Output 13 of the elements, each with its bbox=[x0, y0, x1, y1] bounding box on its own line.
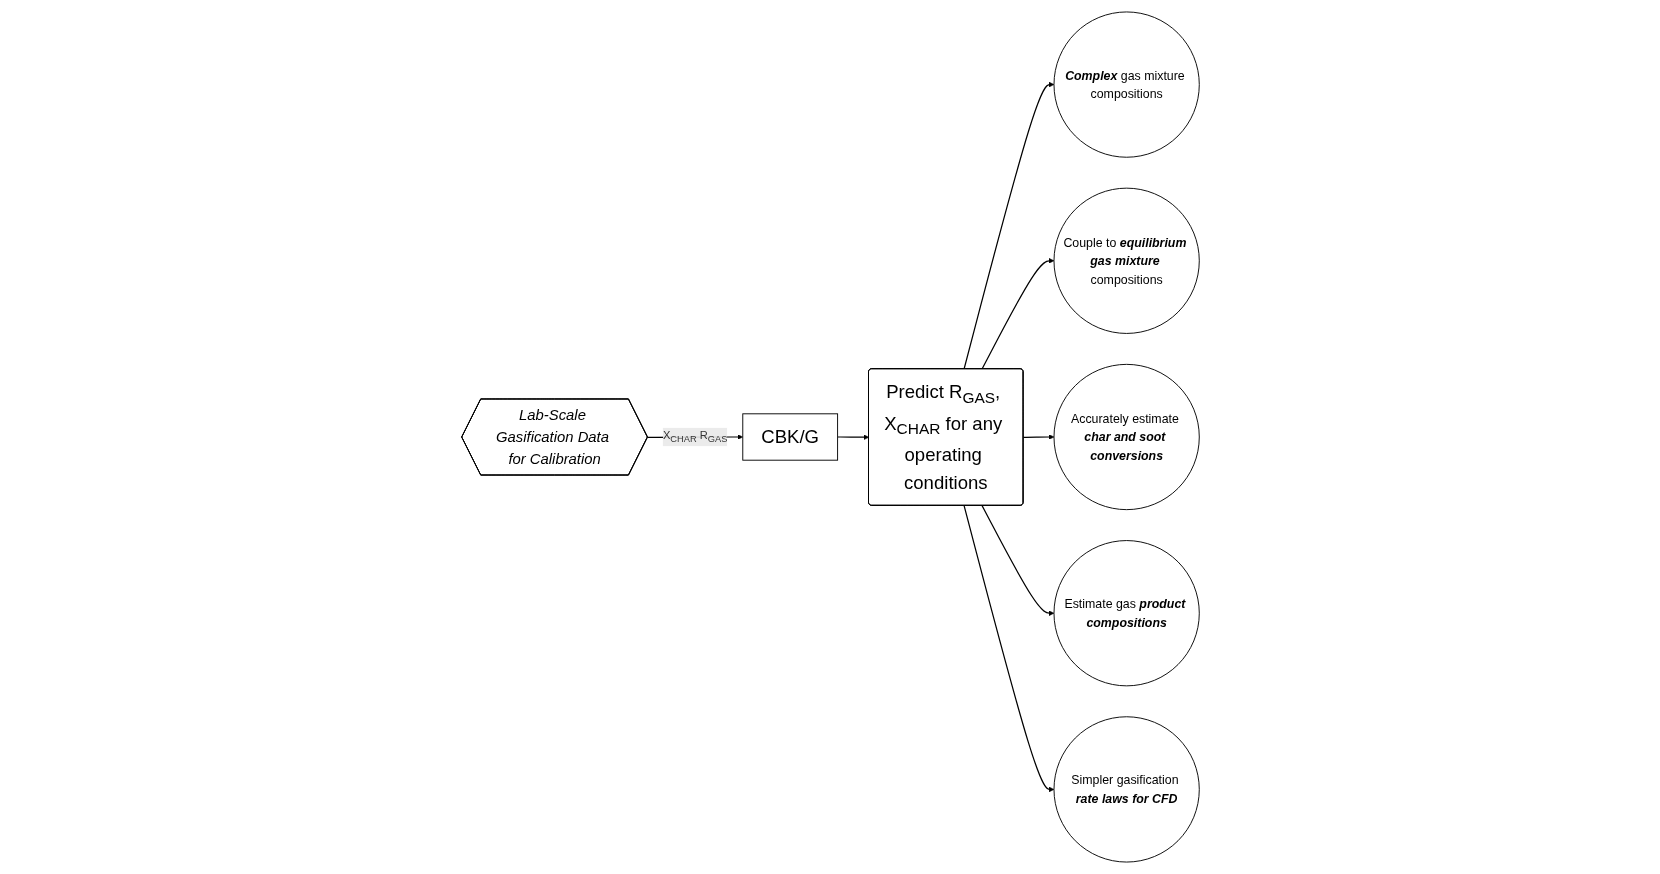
node-circle: Simpler gasification rate laws for CFD bbox=[1053, 716, 1200, 863]
arrow bbox=[980, 258, 1054, 370]
node-circle: Complex gas mixture compositions bbox=[1053, 11, 1200, 158]
edge-label: X$_{CHAR}$ R$_{GAS}$ bbox=[662, 429, 727, 445]
node-circle: Accurately estimate char and soot conversions bbox=[1053, 363, 1200, 511]
arrow bbox=[962, 81, 1054, 370]
node-box: CBK/G bbox=[741, 413, 838, 461]
arrow bbox=[1022, 434, 1054, 440]
arrow bbox=[836, 434, 869, 440]
node-circle: Estimate gas product compositions bbox=[1053, 540, 1200, 687]
arrow bbox=[962, 505, 1054, 793]
node-circle: Couple to equilibrium gas mixture compositions bbox=[1053, 187, 1200, 334]
arrow bbox=[980, 505, 1054, 616]
